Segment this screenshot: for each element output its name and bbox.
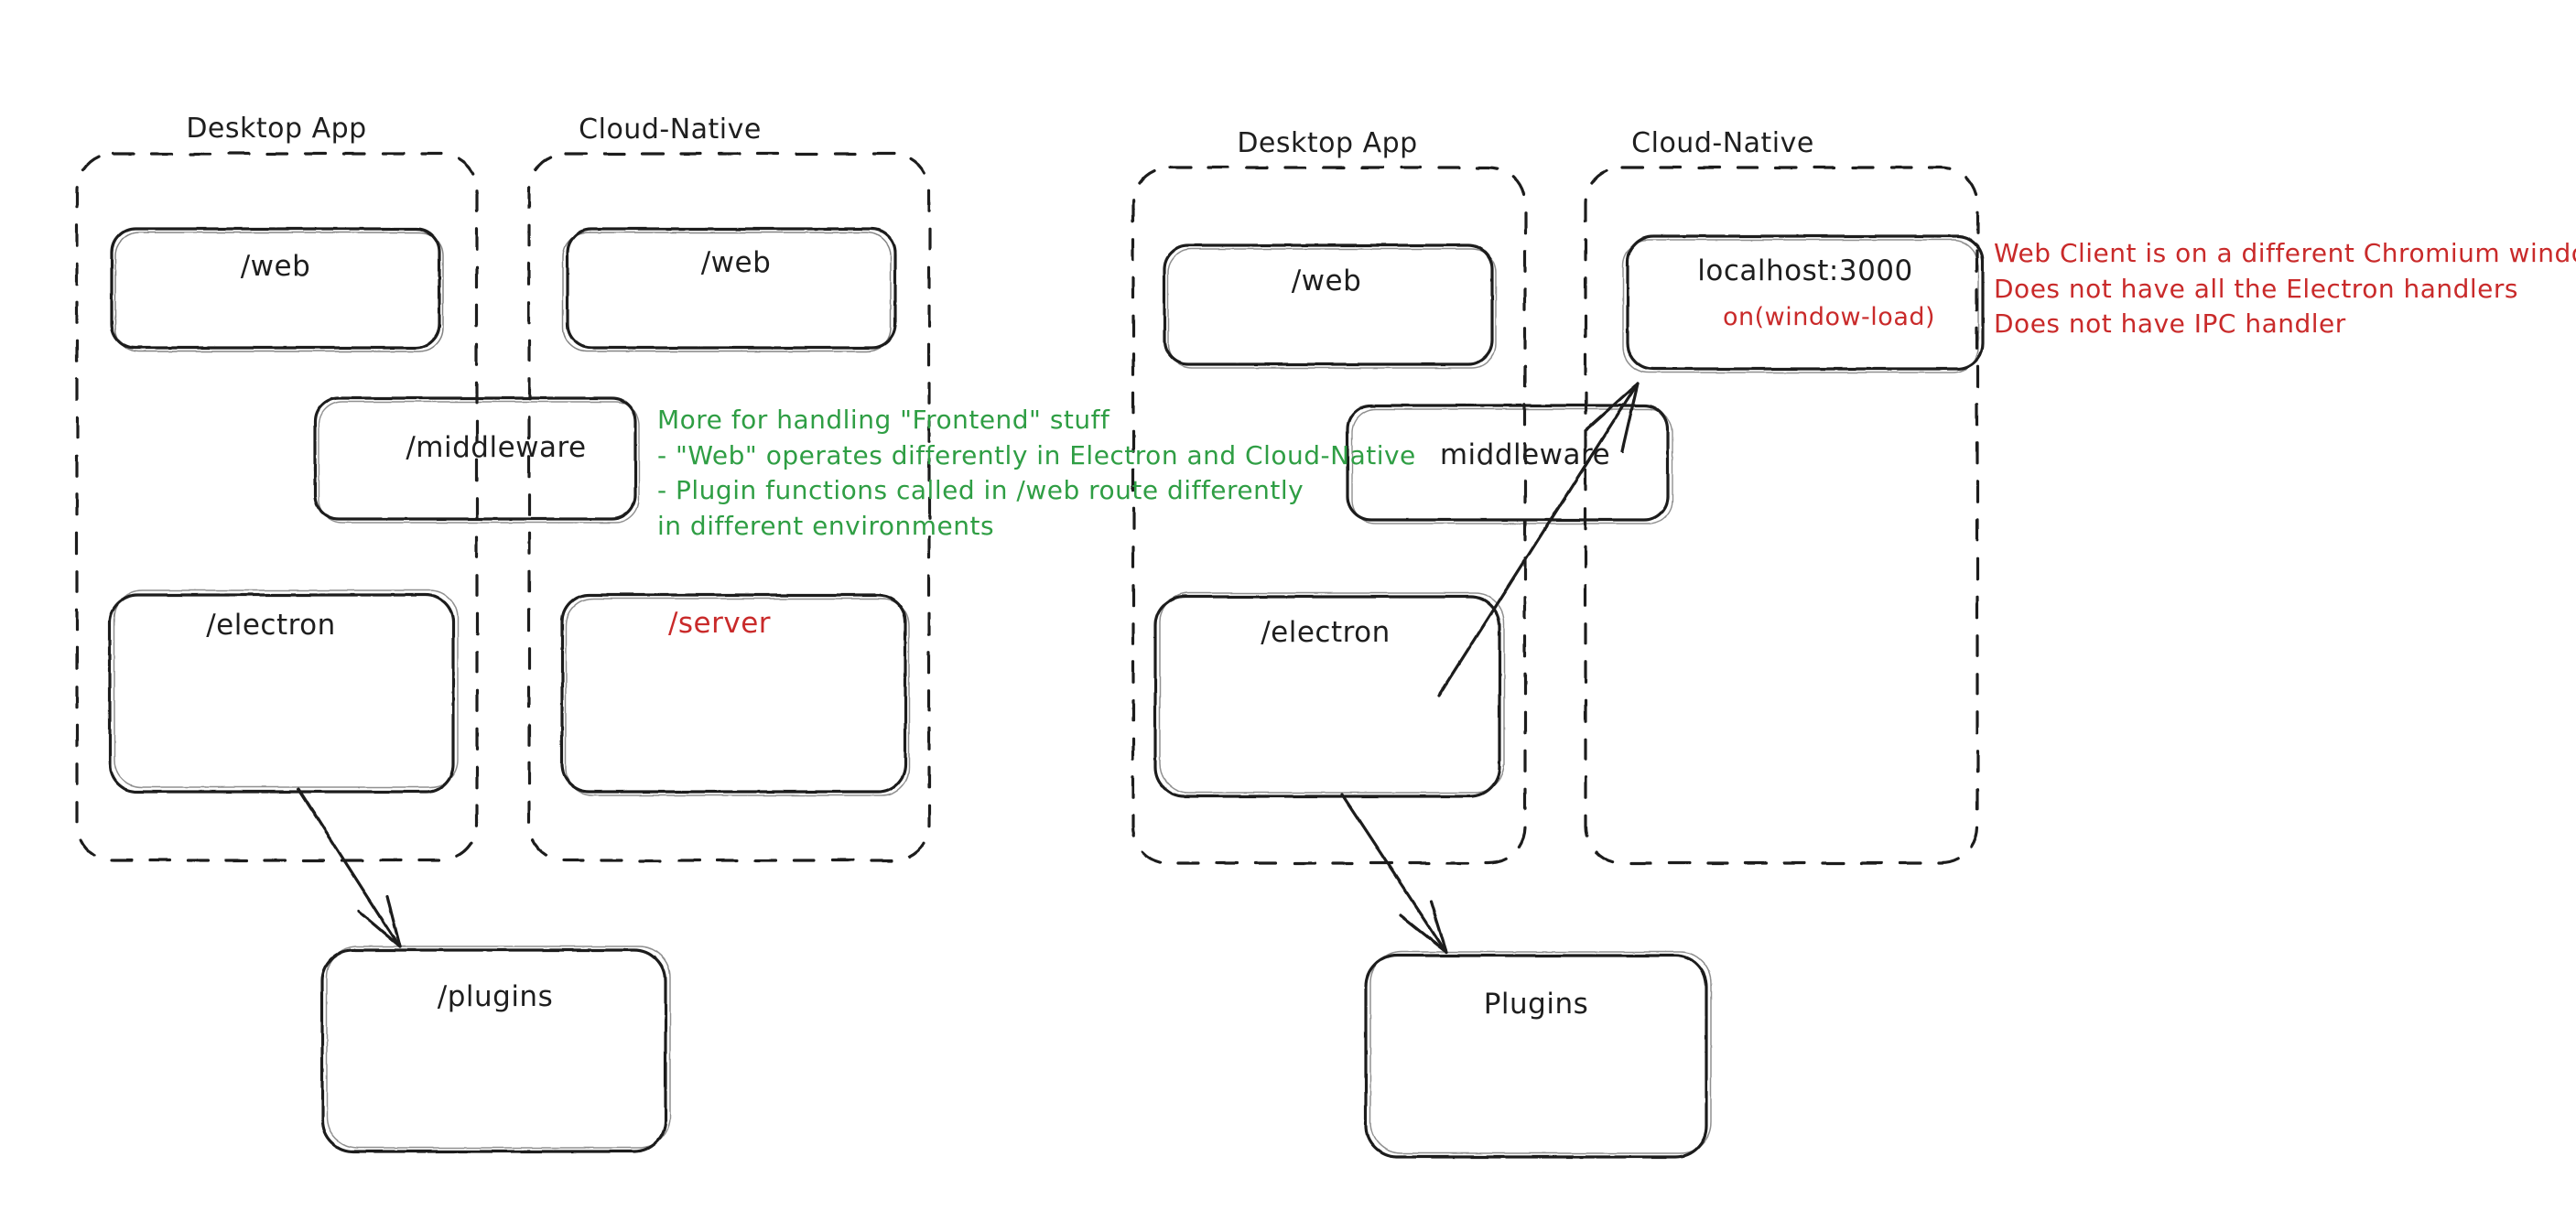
note-green: More for handling "Frontend" stuff - "We… [657, 403, 1416, 545]
arrow-right-electron-to-localhost [1437, 382, 1640, 697]
node-right-middleware-outline [1346, 404, 1673, 524]
node-left-cloud-web-outline [562, 227, 897, 352]
note-red-line-3: Does not have IPC handler [1994, 308, 2346, 340]
group-left-desktop-app-outline [75, 152, 479, 862]
node-left-server-outline [560, 593, 910, 796]
group-left-cloud-native-outline [527, 152, 931, 862]
node-left-middleware-outline [313, 396, 640, 524]
group-right-cloud-native-outline [1584, 166, 1979, 865]
node-left-desktop-web-outline [110, 227, 444, 352]
note-green-line-2: - "Web" operates differently in Electron… [657, 439, 1416, 470]
note-green-line-1: More for handling "Frontend" stuff [657, 405, 1110, 435]
group-right-desktop-app-outline [1131, 166, 1527, 865]
note-green-line-3: - Plugin functions called in /web route … [657, 475, 1304, 506]
note-red: Web Client is on a different Chromium wi… [1994, 236, 2576, 342]
node-right-web-outline [1163, 243, 1497, 369]
arrow-right-electron-to-plugins [1340, 793, 1448, 954]
arrow-left-electron-to-plugins [297, 787, 402, 948]
note-red-line-2: Does not have all the Electron handlers [1994, 273, 2519, 304]
note-red-line-1: Web Client is on a different Chromium wi… [1994, 238, 2576, 268]
note-green-line-4: in different environments [657, 510, 995, 541]
node-right-plugins-outline [1364, 951, 1712, 1159]
node-right-localhost-outline [1622, 234, 1985, 373]
node-left-plugins-outline [320, 946, 671, 1153]
node-right-electron-outline [1153, 592, 1505, 798]
node-left-electron-outline [108, 589, 459, 794]
